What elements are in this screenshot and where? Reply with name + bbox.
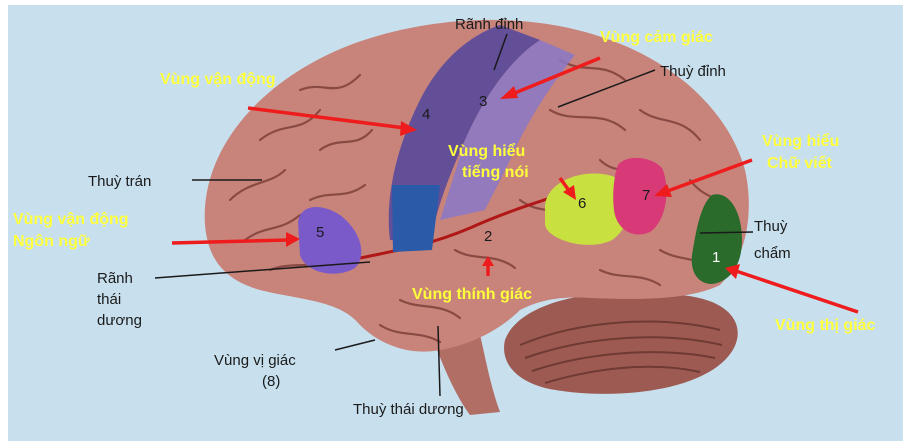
label-vung-van-dong-ngon-ngu-1: Vùng vận động [13, 211, 129, 228]
label-ranh-dinh: Rãnh đỉnh [455, 16, 523, 33]
label-thuy-cham-2: chẩm [754, 245, 791, 262]
area-number-5: 5 [316, 224, 324, 241]
label-ranh-thai-duong-2: thái [97, 291, 121, 308]
label-thuy-thai-duong: Thuỳ thái dương [353, 401, 464, 418]
label-vung-hieu-tieng-noi-2: tiếng nói [462, 164, 529, 181]
label-vung-hieu-chu-viet-2: Chữ viết [767, 155, 833, 172]
label-vung-van-dong: Vùng vận động [160, 71, 276, 88]
area-number-7: 7 [642, 187, 650, 204]
label-ranh-thai-duong-3: dương [97, 312, 142, 329]
area-number-4: 4 [422, 106, 430, 123]
label-vung-van-dong-ngon-ngu-2: Ngôn ngữ [13, 233, 90, 250]
label-vung-thi-giac: Vùng thị giác [775, 317, 876, 334]
label-vung-vi-giac-2: (8) [262, 373, 280, 390]
area-number-2: 2 [484, 228, 492, 245]
area-number-3: 3 [479, 93, 487, 110]
label-vung-thinh-giac: Vùng thính giác [412, 286, 532, 303]
label-vung-vi-giac-1: Vùng vị giác [214, 352, 296, 369]
motor-area-lower [392, 185, 440, 252]
label-thuy-cham-1: Thuỳ [754, 218, 788, 235]
label-thuy-dinh: Thuỳ đỉnh [660, 63, 726, 80]
label-vung-cam-giac: Vùng cảm giác [600, 29, 713, 46]
leader-thuy-cham [700, 232, 753, 233]
area-number-1: 1 [712, 249, 720, 266]
label-vung-hieu-chu-viet-1: Vùng hiểu [762, 132, 839, 150]
label-thuy-tran: Thuỳ trán [88, 173, 151, 190]
area-number-6: 6 [578, 195, 586, 212]
label-ranh-thai-duong-1: Rãnh [97, 270, 133, 287]
label-vung-hieu-tieng-noi-1: Vùng hiểu [448, 142, 525, 160]
